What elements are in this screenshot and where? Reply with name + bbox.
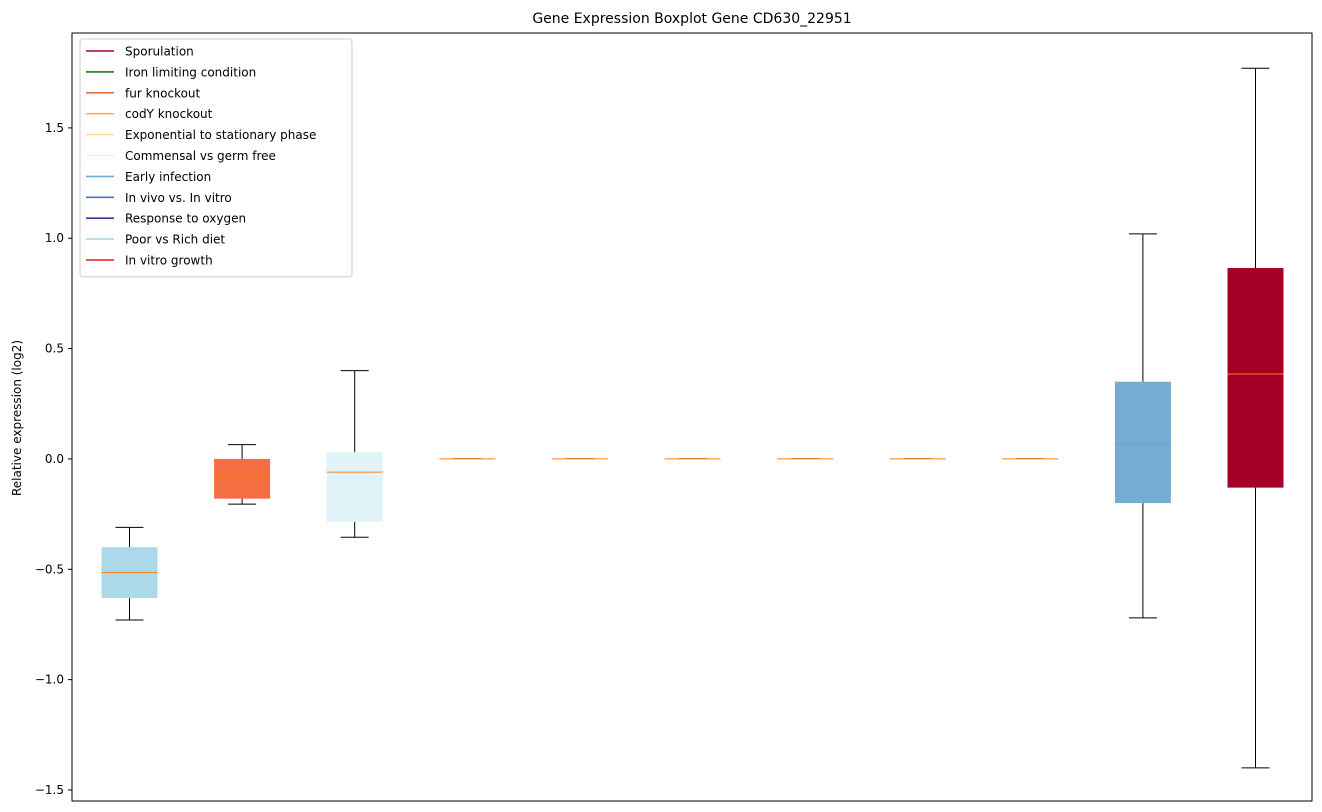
box-body	[1227, 268, 1284, 488]
box-body	[214, 458, 271, 499]
y-axis-label: Relative expression (log2)	[10, 340, 24, 496]
box-4	[439, 458, 496, 460]
legend-label: Early infection	[125, 170, 211, 184]
y-axis: −1.5 −1.0 −0.5 0.0 0.5 1.0 1.5	[35, 121, 72, 797]
y-tick-label: −1.5	[35, 783, 64, 797]
plot-frame	[71, 32, 1313, 802]
box-2	[214, 444, 271, 505]
legend-label: Sporulation	[125, 45, 194, 59]
legend-entry: Exponential to stationary phase	[86, 128, 316, 142]
legend-entry: fur knockout	[86, 86, 201, 100]
legend-label: Commensal vs germ free	[125, 149, 276, 163]
legend-entry: Poor vs Rich diet	[86, 233, 225, 247]
legend-entry: Sporulation	[86, 45, 194, 59]
legend-label: codY knockout	[125, 107, 213, 121]
legend-entry: codY knockout	[86, 107, 213, 121]
legend-frame	[79, 38, 353, 278]
y-tick-label: 0.5	[45, 342, 64, 356]
legend-label: Exponential to stationary phase	[125, 128, 316, 142]
legend-entry: Iron limiting condition	[86, 65, 256, 79]
box-10	[1114, 233, 1171, 619]
y-tick-label: −1.0	[35, 673, 64, 687]
box-6	[664, 458, 721, 460]
legend-entry: Early infection	[86, 170, 211, 184]
legend-label: fur knockout	[125, 86, 201, 100]
legend-label: In vivo vs. In vitro	[125, 191, 232, 205]
box-5	[551, 458, 608, 460]
legend-entry: In vivo vs. In vitro	[86, 191, 232, 205]
legend-label: Iron limiting condition	[125, 65, 256, 79]
y-tick-label: 0.0	[45, 452, 64, 466]
box-7	[777, 458, 834, 460]
box-body	[1114, 381, 1171, 504]
y-tick-label: 1.0	[45, 231, 64, 245]
box-11	[1227, 67, 1284, 769]
box-8	[889, 458, 946, 460]
box-1	[101, 526, 158, 621]
y-tick-label: −0.5	[35, 562, 64, 576]
legend-entry: Commensal vs germ free	[86, 149, 276, 163]
box-group	[101, 67, 1284, 769]
legend-entry: In vitro growth	[86, 254, 213, 268]
box-9	[1002, 458, 1059, 460]
y-tick-label: 1.5	[45, 121, 64, 135]
legend-label: Poor vs Rich diet	[125, 233, 225, 247]
chart-title: Gene Expression Boxplot Gene CD630_22951	[532, 11, 851, 27]
box-body	[326, 452, 383, 522]
box-3	[326, 370, 383, 538]
legend-label: Response to oxygen	[125, 212, 246, 226]
legend-label: In vitro growth	[125, 254, 213, 268]
legend-entry: Response to oxygen	[86, 212, 246, 226]
